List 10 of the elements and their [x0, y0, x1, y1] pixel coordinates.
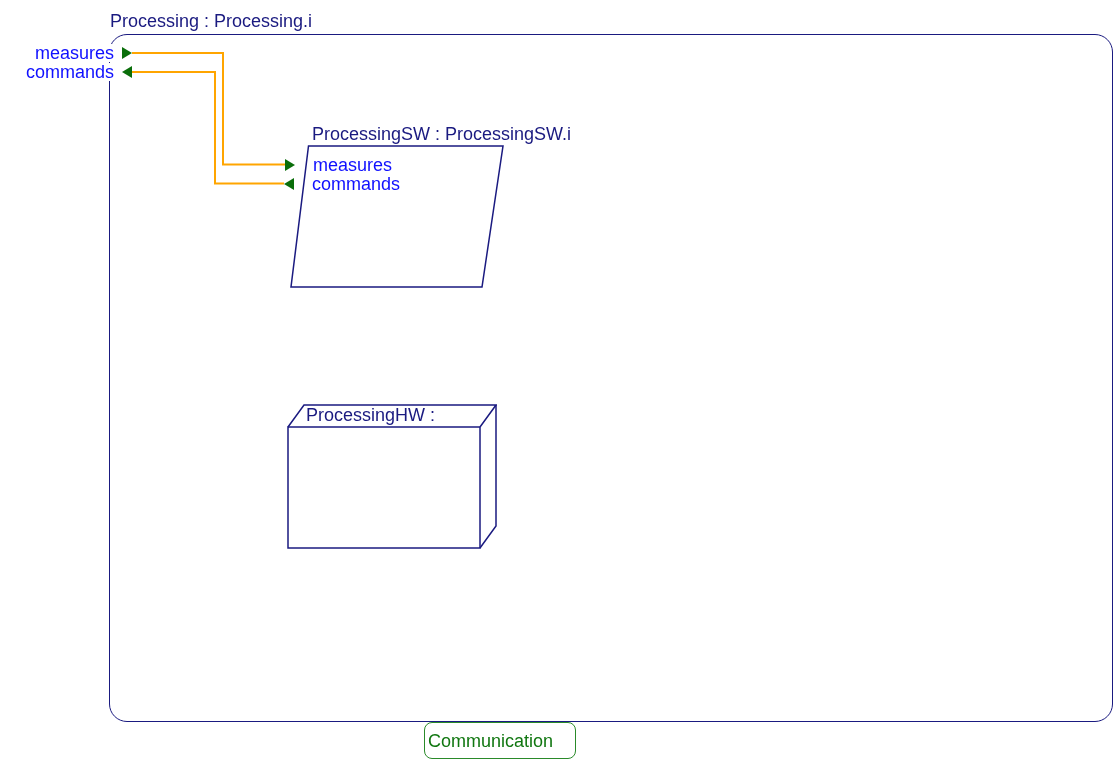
rounded-box: Communication: [424, 722, 576, 759]
port-label: measures: [34, 44, 114, 62]
component-title: ProcessingSW : ProcessingSW.i: [312, 123, 572, 145]
port-label: commands: [312, 174, 401, 193]
component-title: ProcessingHW :: [306, 405, 436, 425]
connection-line: [131, 71, 285, 185]
component-title: Processing : Processing.i: [110, 10, 313, 32]
port-label: commands: [25, 63, 114, 81]
connection-line: [131, 52, 286, 166]
port-label: measures: [313, 155, 393, 174]
